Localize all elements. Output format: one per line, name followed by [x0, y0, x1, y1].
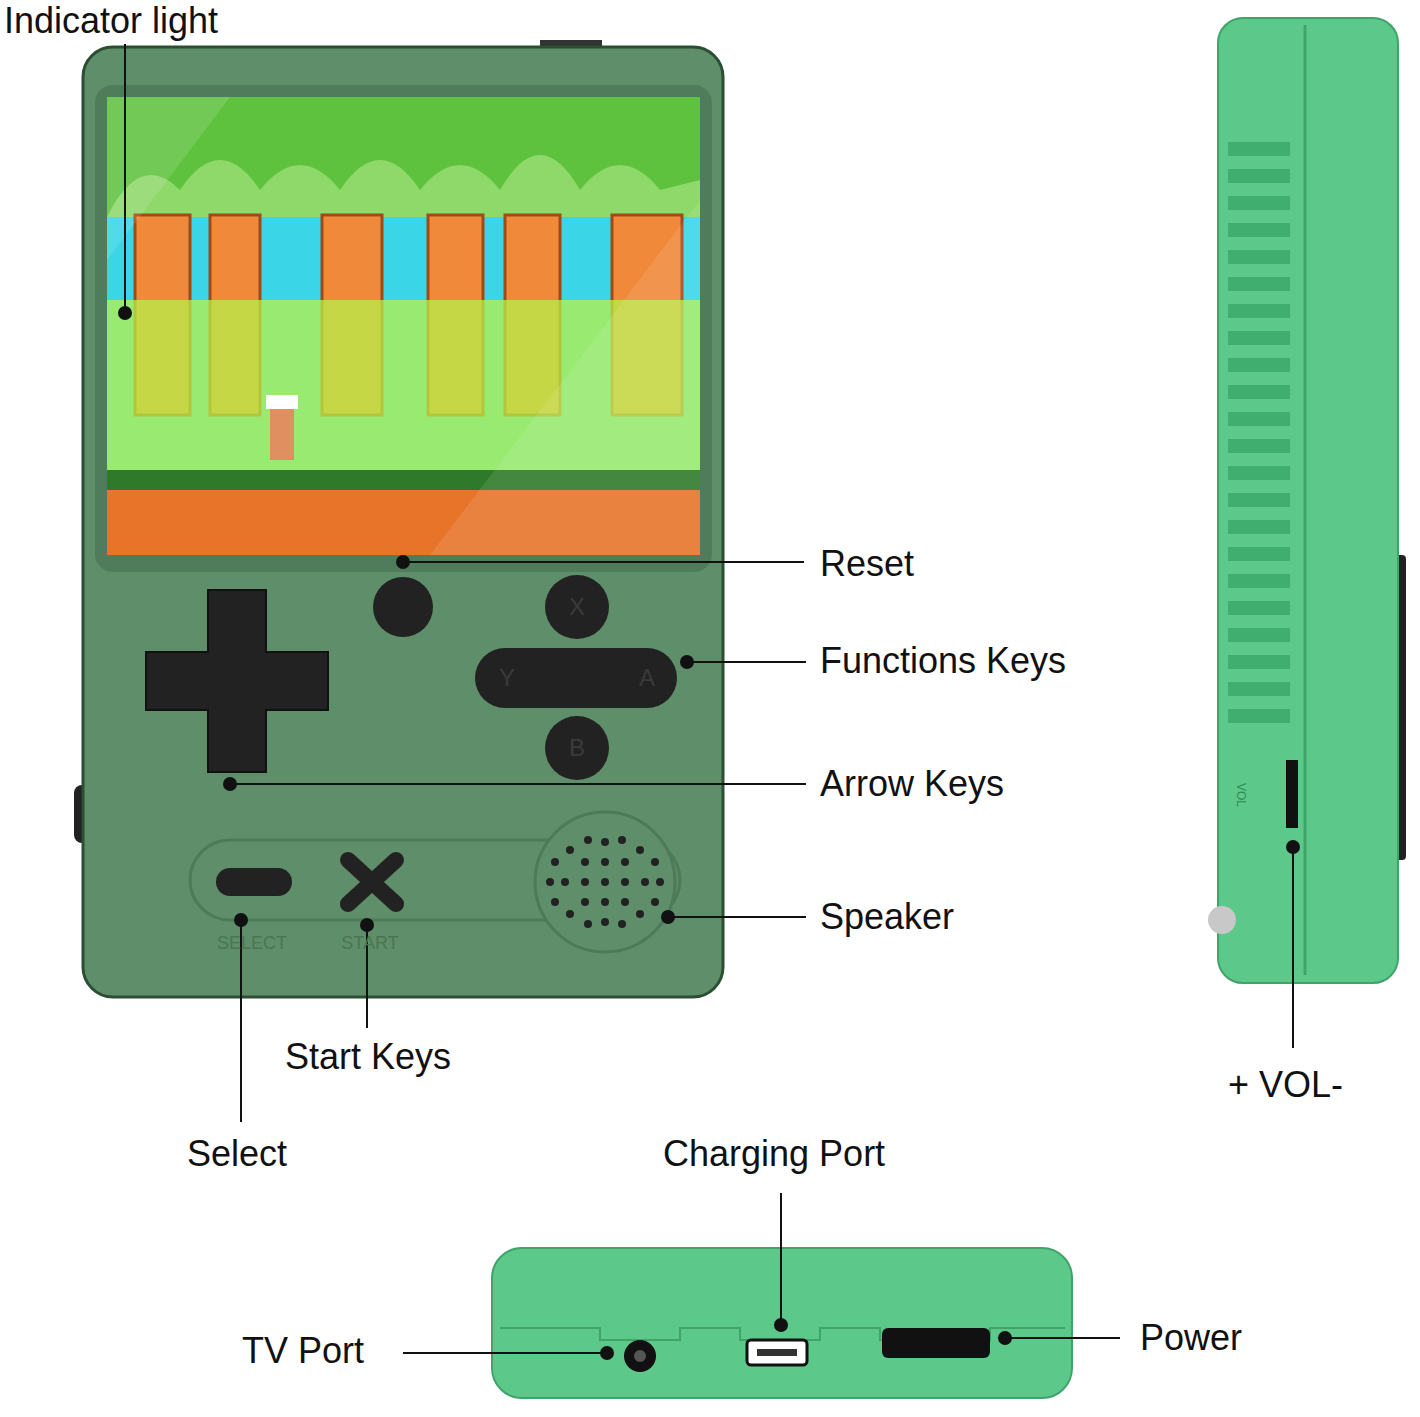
button-caption: START [341, 933, 398, 954]
callout-label: Charging Port [663, 1133, 885, 1174]
callout-label: Reset [820, 543, 914, 584]
button-letter: X [569, 593, 585, 621]
side-view [1218, 18, 1398, 983]
game-screen [107, 97, 700, 555]
callout-label: Start Keys [285, 1036, 451, 1077]
volume-wheel [1286, 760, 1298, 828]
power-switch [882, 1328, 990, 1358]
speaker-holes [546, 836, 664, 928]
buttons [146, 575, 677, 780]
callout-label: Arrow Keys [820, 763, 1004, 804]
leader-lines [125, 44, 1293, 1353]
button-caption: SELECT [217, 933, 287, 954]
console-body [83, 47, 723, 997]
usb-port [747, 1340, 807, 1365]
button-letter: A [639, 664, 655, 692]
side-seam [1304, 25, 1307, 975]
callout-label: TV Port [242, 1330, 364, 1371]
usb-pins [757, 1349, 797, 1356]
callout-label: Power [1140, 1317, 1242, 1358]
callout-label: Indicator light [4, 0, 218, 41]
button-letter: B [569, 734, 585, 762]
select-button [216, 868, 292, 896]
callout-label: Speaker [820, 896, 954, 937]
callout-label: Select [187, 1133, 287, 1174]
side-marking: VOL [1233, 783, 1247, 807]
callout-label: Functions Keys [820, 640, 1066, 681]
tv-jack-core [634, 1350, 646, 1362]
side-sticker [1208, 906, 1236, 934]
button-letter: Y [499, 664, 515, 692]
leader-dots [118, 306, 1300, 1360]
speaker-grille [535, 812, 675, 952]
side-vents [1228, 142, 1290, 723]
start-button [348, 860, 396, 904]
tv-jack [624, 1340, 656, 1372]
screen-bezel [95, 85, 712, 572]
callout-label: + VOL- [1228, 1064, 1343, 1105]
